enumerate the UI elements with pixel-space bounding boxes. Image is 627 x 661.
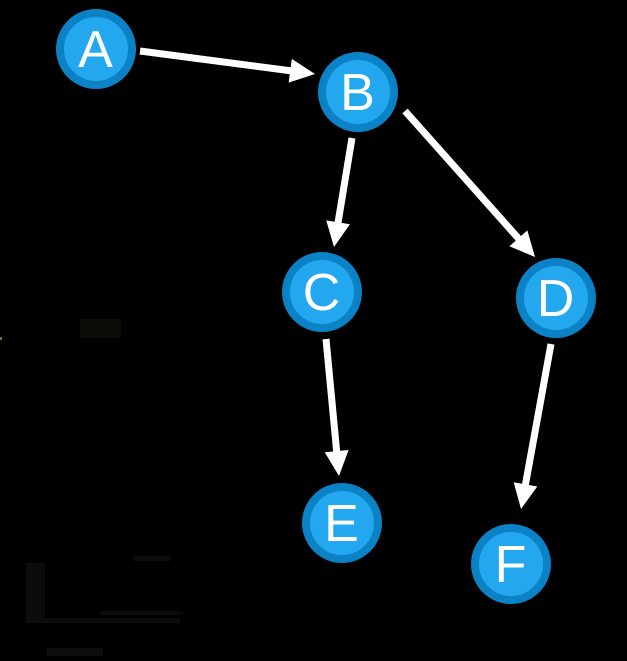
arrowhead-icon: [288, 58, 315, 83]
node-circle-A[interactable]: [56, 9, 136, 89]
node-label-E: E: [324, 495, 360, 553]
edge-line-A-B: [139, 47, 294, 75]
arrowhead-icon: [513, 482, 538, 509]
node-label-A: A: [78, 21, 114, 79]
node-circle-F[interactable]: [471, 524, 551, 604]
node-E[interactable]: E: [302, 483, 382, 563]
node-circle-D[interactable]: [516, 258, 596, 338]
node-F[interactable]: F: [471, 524, 551, 604]
node-circle-B[interactable]: [318, 52, 398, 132]
arrowhead-icon: [324, 449, 349, 476]
edge-D-F: [513, 343, 555, 509]
arrowhead-icon: [509, 230, 535, 257]
node-label-D: D: [537, 270, 576, 328]
node-label-F: F: [495, 536, 528, 594]
arrowhead-icon: [326, 220, 350, 247]
node-A[interactable]: A: [56, 9, 136, 89]
node-label-C: C: [303, 264, 342, 322]
node-B[interactable]: B: [318, 52, 398, 132]
node-C[interactable]: C: [282, 252, 362, 332]
edge-C-E: [322, 338, 349, 476]
edge-B-C: [326, 137, 356, 247]
edge-line-B-C: [334, 137, 356, 226]
node-circle-C[interactable]: [282, 252, 362, 332]
node-D[interactable]: D: [516, 258, 596, 338]
edge-B-D: [402, 108, 535, 257]
edge-A-B: [139, 47, 315, 83]
edge-line-B-D: [402, 108, 523, 243]
edge-line-C-E: [322, 338, 341, 455]
node-circle-E[interactable]: [302, 483, 382, 563]
edge-line-D-F: [521, 343, 555, 488]
node-label-B: B: [340, 64, 376, 122]
